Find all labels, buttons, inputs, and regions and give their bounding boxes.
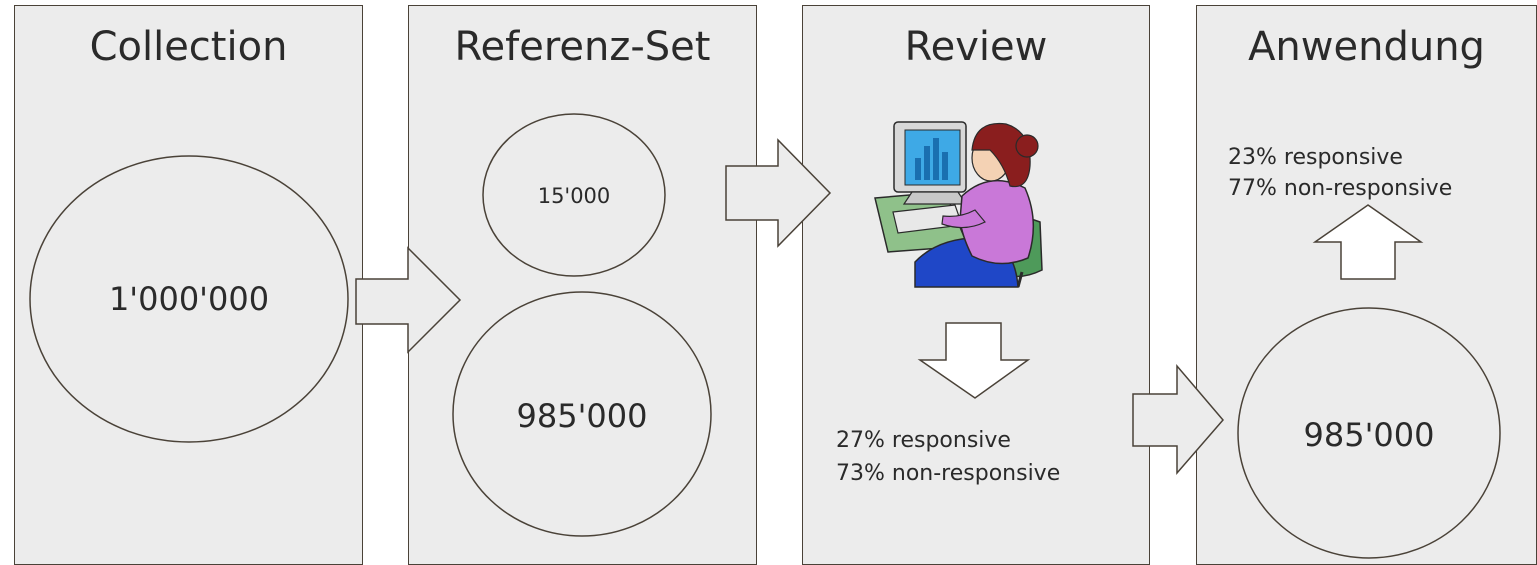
arrow-up-icon [1312, 204, 1424, 280]
panel-title-reference-set: Referenz-Set [454, 24, 711, 70]
application-count: 985'000 [1303, 416, 1435, 454]
arrow-down-icon [917, 322, 1031, 399]
arrow-right-icon [1132, 363, 1224, 476]
arrow-right-icon [725, 138, 832, 248]
remaining-count: 985'000 [516, 397, 648, 435]
panel-title-collection: Collection [89, 24, 288, 70]
collection-count: 1'000'000 [108, 280, 270, 318]
application-circle [1237, 307, 1501, 559]
review-result-responsive: 27% responsive [836, 428, 1011, 453]
panel-title-application: Anwendung [1248, 24, 1485, 70]
remaining-circle [452, 291, 712, 537]
person-at-computer-icon [874, 121, 1043, 288]
review-result-non-responsive: 73% non-responsive [836, 461, 1061, 486]
application-result-responsive: 23% responsive [1228, 145, 1403, 170]
arrow-right-icon [355, 246, 462, 354]
sample-circle [482, 113, 666, 277]
sample-count: 15'000 [537, 184, 611, 208]
application-result-non-responsive: 77% non-responsive [1228, 176, 1453, 201]
panel-title-review: Review [904, 24, 1048, 70]
collection-circle [29, 155, 349, 443]
